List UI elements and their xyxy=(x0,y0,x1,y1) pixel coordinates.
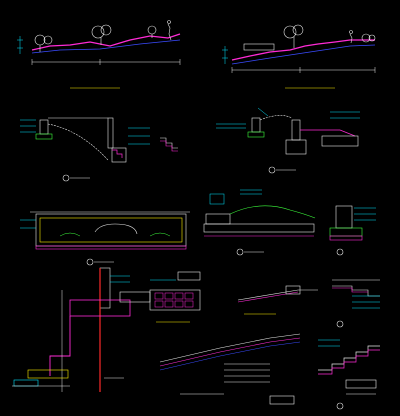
detail-planter-box xyxy=(149,271,201,323)
detail-wall-elevation-red xyxy=(12,267,151,392)
detail-ramp-section xyxy=(159,333,301,405)
detail-mound-section xyxy=(203,189,316,256)
detail-stair-section xyxy=(318,339,380,410)
detail-edge-step xyxy=(332,279,380,328)
elevation-section-right xyxy=(222,24,376,89)
detail-paving-slope xyxy=(237,285,318,315)
detail-retaining-wall-slope xyxy=(20,117,178,182)
detail-wall-footing xyxy=(329,205,376,256)
detail-slope-wall-right xyxy=(216,107,360,174)
detail-pond-section xyxy=(20,211,190,266)
elevation-section-left xyxy=(17,20,181,89)
